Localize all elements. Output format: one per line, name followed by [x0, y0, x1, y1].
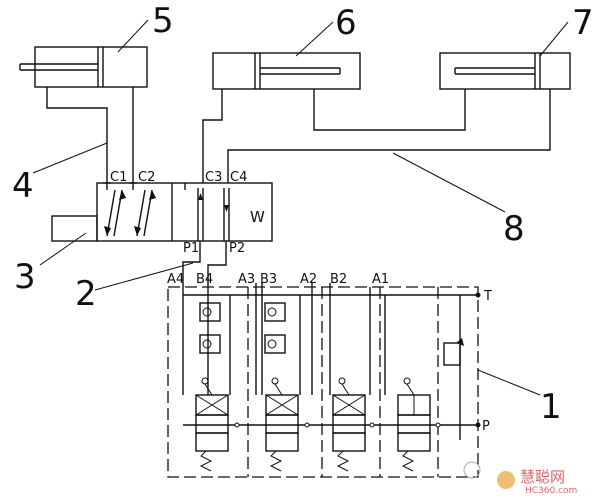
leader-lines — [32, 19, 569, 396]
port-b2: B2 — [330, 272, 347, 287]
port-c1: C1 — [110, 170, 127, 185]
port-c3: C3 — [205, 170, 222, 185]
port-a1: A1 — [372, 272, 389, 287]
port-p: P — [482, 419, 490, 434]
callout-numbers: 5 6 7 4 3 2 8 1 — [12, 1, 594, 427]
callout-7: 7 — [572, 3, 594, 43]
port-c4: C4 — [230, 170, 247, 185]
callout-2: 2 — [75, 274, 97, 314]
port-a3: A3 — [238, 272, 255, 287]
port-p1: P1 — [183, 241, 199, 256]
hose-lines — [46, 87, 551, 183]
watermark: 慧聪网 HC360.com — [463, 461, 577, 496]
port-p2: P2 — [229, 241, 245, 256]
callout-6: 6 — [335, 3, 357, 43]
port-a4: A4 — [167, 272, 184, 287]
callout-4: 4 — [12, 166, 34, 206]
port-c2: C2 — [138, 170, 155, 185]
cylinder-7 — [439, 52, 571, 90]
port-w: W — [250, 208, 265, 226]
callout-1: 1 — [540, 387, 562, 427]
watermark-brand: 慧聪网 — [520, 468, 565, 486]
watermark-site: HC360.com — [525, 486, 577, 496]
port-a2: A2 — [300, 272, 317, 287]
callout-3: 3 — [14, 257, 36, 297]
port-labels: C1 C2 C3 C4 W P1 P2 A4 B4 A3 B3 A2 B2 A1… — [110, 170, 492, 434]
port-b4: B4 — [196, 272, 213, 287]
supply-lines — [182, 241, 227, 283]
callout-5: 5 — [152, 1, 174, 41]
callout-8: 8 — [503, 209, 525, 249]
valve-block-3 — [51, 182, 273, 242]
multi-valve-assembly-1 — [167, 283, 481, 478]
port-b3: B3 — [260, 272, 277, 287]
port-t: T — [483, 289, 492, 304]
cylinder-5 — [19, 46, 148, 88]
cylinder-6 — [212, 52, 361, 90]
